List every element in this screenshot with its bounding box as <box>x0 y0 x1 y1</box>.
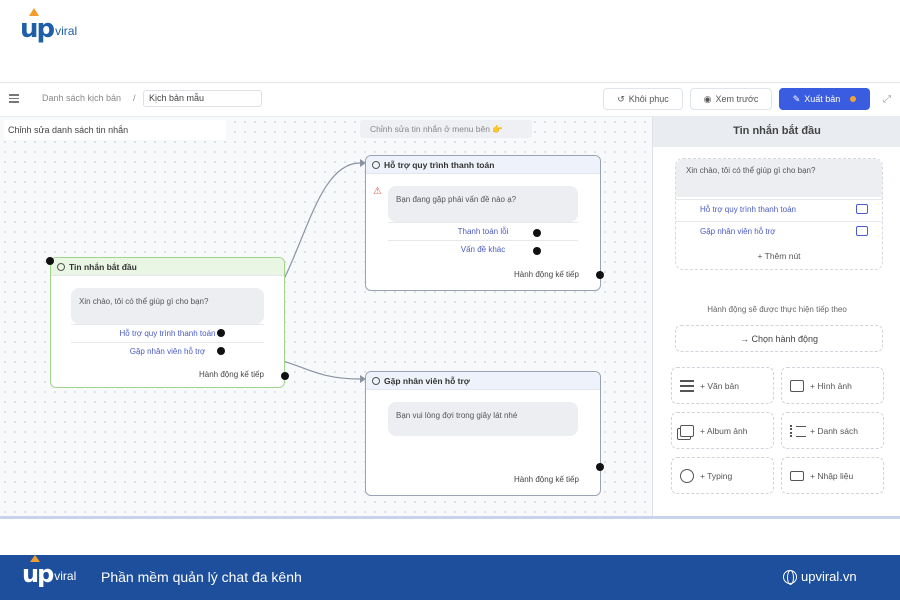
add-list-label: + Danh sách <box>810 425 858 436</box>
globe-icon <box>783 569 797 585</box>
agent-node-title: Gặp nhân viên hỗ trợ <box>384 375 470 386</box>
breadcrumb-scripts[interactable]: Danh sách kịch bản <box>42 93 122 103</box>
payment-support-node[interactable]: Hỗ trợ quy trình thanh toán ⚠ Bạn đang g… <box>365 155 601 291</box>
panel-title: Tin nhắn bắt đầu <box>733 125 821 137</box>
payment-next-label: Hành động kế tiếp <box>514 270 579 279</box>
chat-bubble-icon[interactable] <box>856 204 868 214</box>
agent-node-message: Bạn vui lòng đợi trong giây lát nhé <box>388 402 578 436</box>
start-node-header: Tin nhắn bắt đầu <box>51 258 284 276</box>
expand-icon[interactable]: ⤢ <box>883 94 891 105</box>
next-action-note: Hành động sẽ được thực hiện tiếp theo <box>707 305 847 314</box>
start-option-agent-port[interactable] <box>217 347 225 355</box>
warning-icon: ⚠ <box>373 186 382 197</box>
start-node-message: Xin chào, tôi có thể giúp gì cho bạn? <box>71 288 264 324</box>
add-button-button[interactable]: + Thêm nút <box>757 251 801 261</box>
preview-label: Xem trước <box>715 94 759 104</box>
panel-option-agent-label: Gặp nhân viên hỗ trợ <box>700 227 776 236</box>
chat-bubble-icon[interactable] <box>856 226 868 236</box>
add-input-label: + Nhập liệu <box>810 470 854 481</box>
restore-button[interactable]: ↺ Khôi phục <box>603 88 683 110</box>
menu-icon[interactable] <box>9 94 19 103</box>
payment-option-other-port[interactable] <box>533 247 541 255</box>
choose-action-button[interactable]: → Chọn hành động <box>675 325 883 352</box>
start-next-port[interactable] <box>281 372 289 380</box>
start-option-payment[interactable]: Hỗ trợ quy trình thanh toán <box>71 324 264 342</box>
payment-node-title: Hỗ trợ quy trình thanh toán <box>384 159 495 170</box>
script-name-input[interactable]: Kịch bản mẫu <box>143 90 262 107</box>
payment-node-header: Hỗ trợ quy trình thanh toán <box>366 156 600 174</box>
agent-support-node[interactable]: Gặp nhân viên hỗ trợ Bạn vui lòng đợi tr… <box>365 371 601 496</box>
footer-logo-up: up <box>22 555 54 586</box>
footer-logo-viral: viral <box>54 569 77 583</box>
footer-banner: up viral Phần mềm quản lý chat đa kênh u… <box>0 555 900 600</box>
publish-label: Xuất bản <box>804 94 841 104</box>
clock-icon <box>372 160 380 169</box>
add-typing-label: + Typing <box>700 470 733 481</box>
start-input-port[interactable] <box>46 257 54 265</box>
edit-icon: ✎ <box>792 93 801 104</box>
payment-node-message: Bạn đang gặp phải vấn đề nào ạ? <box>388 186 578 222</box>
add-text-tile[interactable]: + Văn bản <box>671 367 774 404</box>
clock-icon <box>57 262 65 271</box>
add-list-tile[interactable]: + Danh sách <box>781 412 884 449</box>
clock-icon <box>680 468 694 483</box>
start-node-title: Tin nhắn bắt đầu <box>69 261 137 272</box>
footer-website-text: upviral.vn <box>801 569 857 584</box>
breadcrumb-separator: / <box>133 93 136 103</box>
start-message-node[interactable]: Tin nhắn bắt đầu Xin chào, tôi có thể gi… <box>50 257 285 388</box>
agent-node-header: Gặp nhân viên hỗ trợ <box>366 372 600 390</box>
image-icon <box>790 379 804 392</box>
payment-next-port[interactable] <box>596 271 604 279</box>
clock-icon <box>372 376 380 385</box>
preview-button[interactable]: ◉ Xem trước <box>690 88 772 110</box>
logo-viral-text: viral <box>55 24 78 38</box>
agent-next-label: Hành động kế tiếp <box>514 475 579 484</box>
eye-icon: ◉ <box>703 93 712 104</box>
menu-hint: Chỉnh sửa tin nhắn ở menu bên 👉 <box>360 120 532 138</box>
undo-icon: ↺ <box>617 93 625 104</box>
add-typing-tile[interactable]: + Typing <box>671 457 774 494</box>
message-settings-panel: Tin nhắn bắt đầu Xin chào, tôi có thể gi… <box>652 117 900 519</box>
payment-option-other[interactable]: Vấn đề khác <box>388 240 578 258</box>
start-option-agent[interactable]: Gặp nhân viên hỗ trợ <box>71 342 264 360</box>
brand-logo: up viral <box>20 8 78 42</box>
add-text-label: + Văn bản <box>700 380 739 391</box>
edit-list-label: Chỉnh sửa danh sách tin nhắn <box>4 120 226 140</box>
keyboard-icon <box>790 470 804 481</box>
list-icon <box>790 424 806 437</box>
restore-label: Khôi phục <box>628 94 669 104</box>
logo-up-text: up <box>20 8 55 42</box>
publish-button[interactable]: ✎ Xuất bản <box>779 88 870 110</box>
flow-canvas[interactable]: Chỉnh sửa danh sách tin nhắn Chỉnh sửa t… <box>0 117 652 519</box>
add-album-label: + Album ảnh <box>700 425 748 436</box>
logo-arrow-icon <box>30 555 40 562</box>
panel-option-payment[interactable]: Hỗ trợ quy trình thanh toán <box>676 199 882 220</box>
footer-tagline: Phần mềm quản lý chat đa kênh <box>101 569 302 585</box>
panel-option-agent[interactable]: Gặp nhân viên hỗ trợ <box>676 221 882 242</box>
text-lines-icon <box>680 379 694 392</box>
unpublished-dot <box>850 96 857 102</box>
add-image-label: + Hình ảnh <box>810 380 852 391</box>
start-option-payment-port[interactable] <box>217 329 225 337</box>
start-next-label: Hành động kế tiếp <box>199 370 264 379</box>
chatbot-builder-app: Danh sách kịch bản / Kịch bản mẫu ↺ Khôi… <box>0 82 900 519</box>
panel-message-card: Xin chào, tôi có thể giúp gì cho bạn? Hỗ… <box>675 158 883 270</box>
add-album-tile[interactable]: + Album ảnh <box>671 412 774 449</box>
logo-arrow-icon <box>29 8 39 16</box>
panel-message-text[interactable]: Xin chào, tôi có thể giúp gì cho bạn? <box>676 159 882 197</box>
toolbar: Danh sách kịch bản / Kịch bản mẫu ↺ Khôi… <box>0 83 900 117</box>
agent-next-port[interactable] <box>596 463 604 471</box>
payment-option-failed[interactable]: Thanh toán lỗi <box>388 222 578 240</box>
panel-option-payment-label: Hỗ trợ quy trình thanh toán <box>700 205 796 214</box>
footer-logo: up viral <box>22 555 77 586</box>
album-icon <box>680 424 694 437</box>
add-image-tile[interactable]: + Hình ảnh <box>781 367 884 404</box>
payment-option-failed-port[interactable] <box>533 229 541 237</box>
divider-stripe <box>0 516 900 519</box>
add-input-tile[interactable]: + Nhập liệu <box>781 457 884 494</box>
footer-website[interactable]: upviral.vn <box>783 569 857 585</box>
panel-body: Xin chào, tôi có thể giúp gì cho bạn? Hỗ… <box>653 147 900 519</box>
